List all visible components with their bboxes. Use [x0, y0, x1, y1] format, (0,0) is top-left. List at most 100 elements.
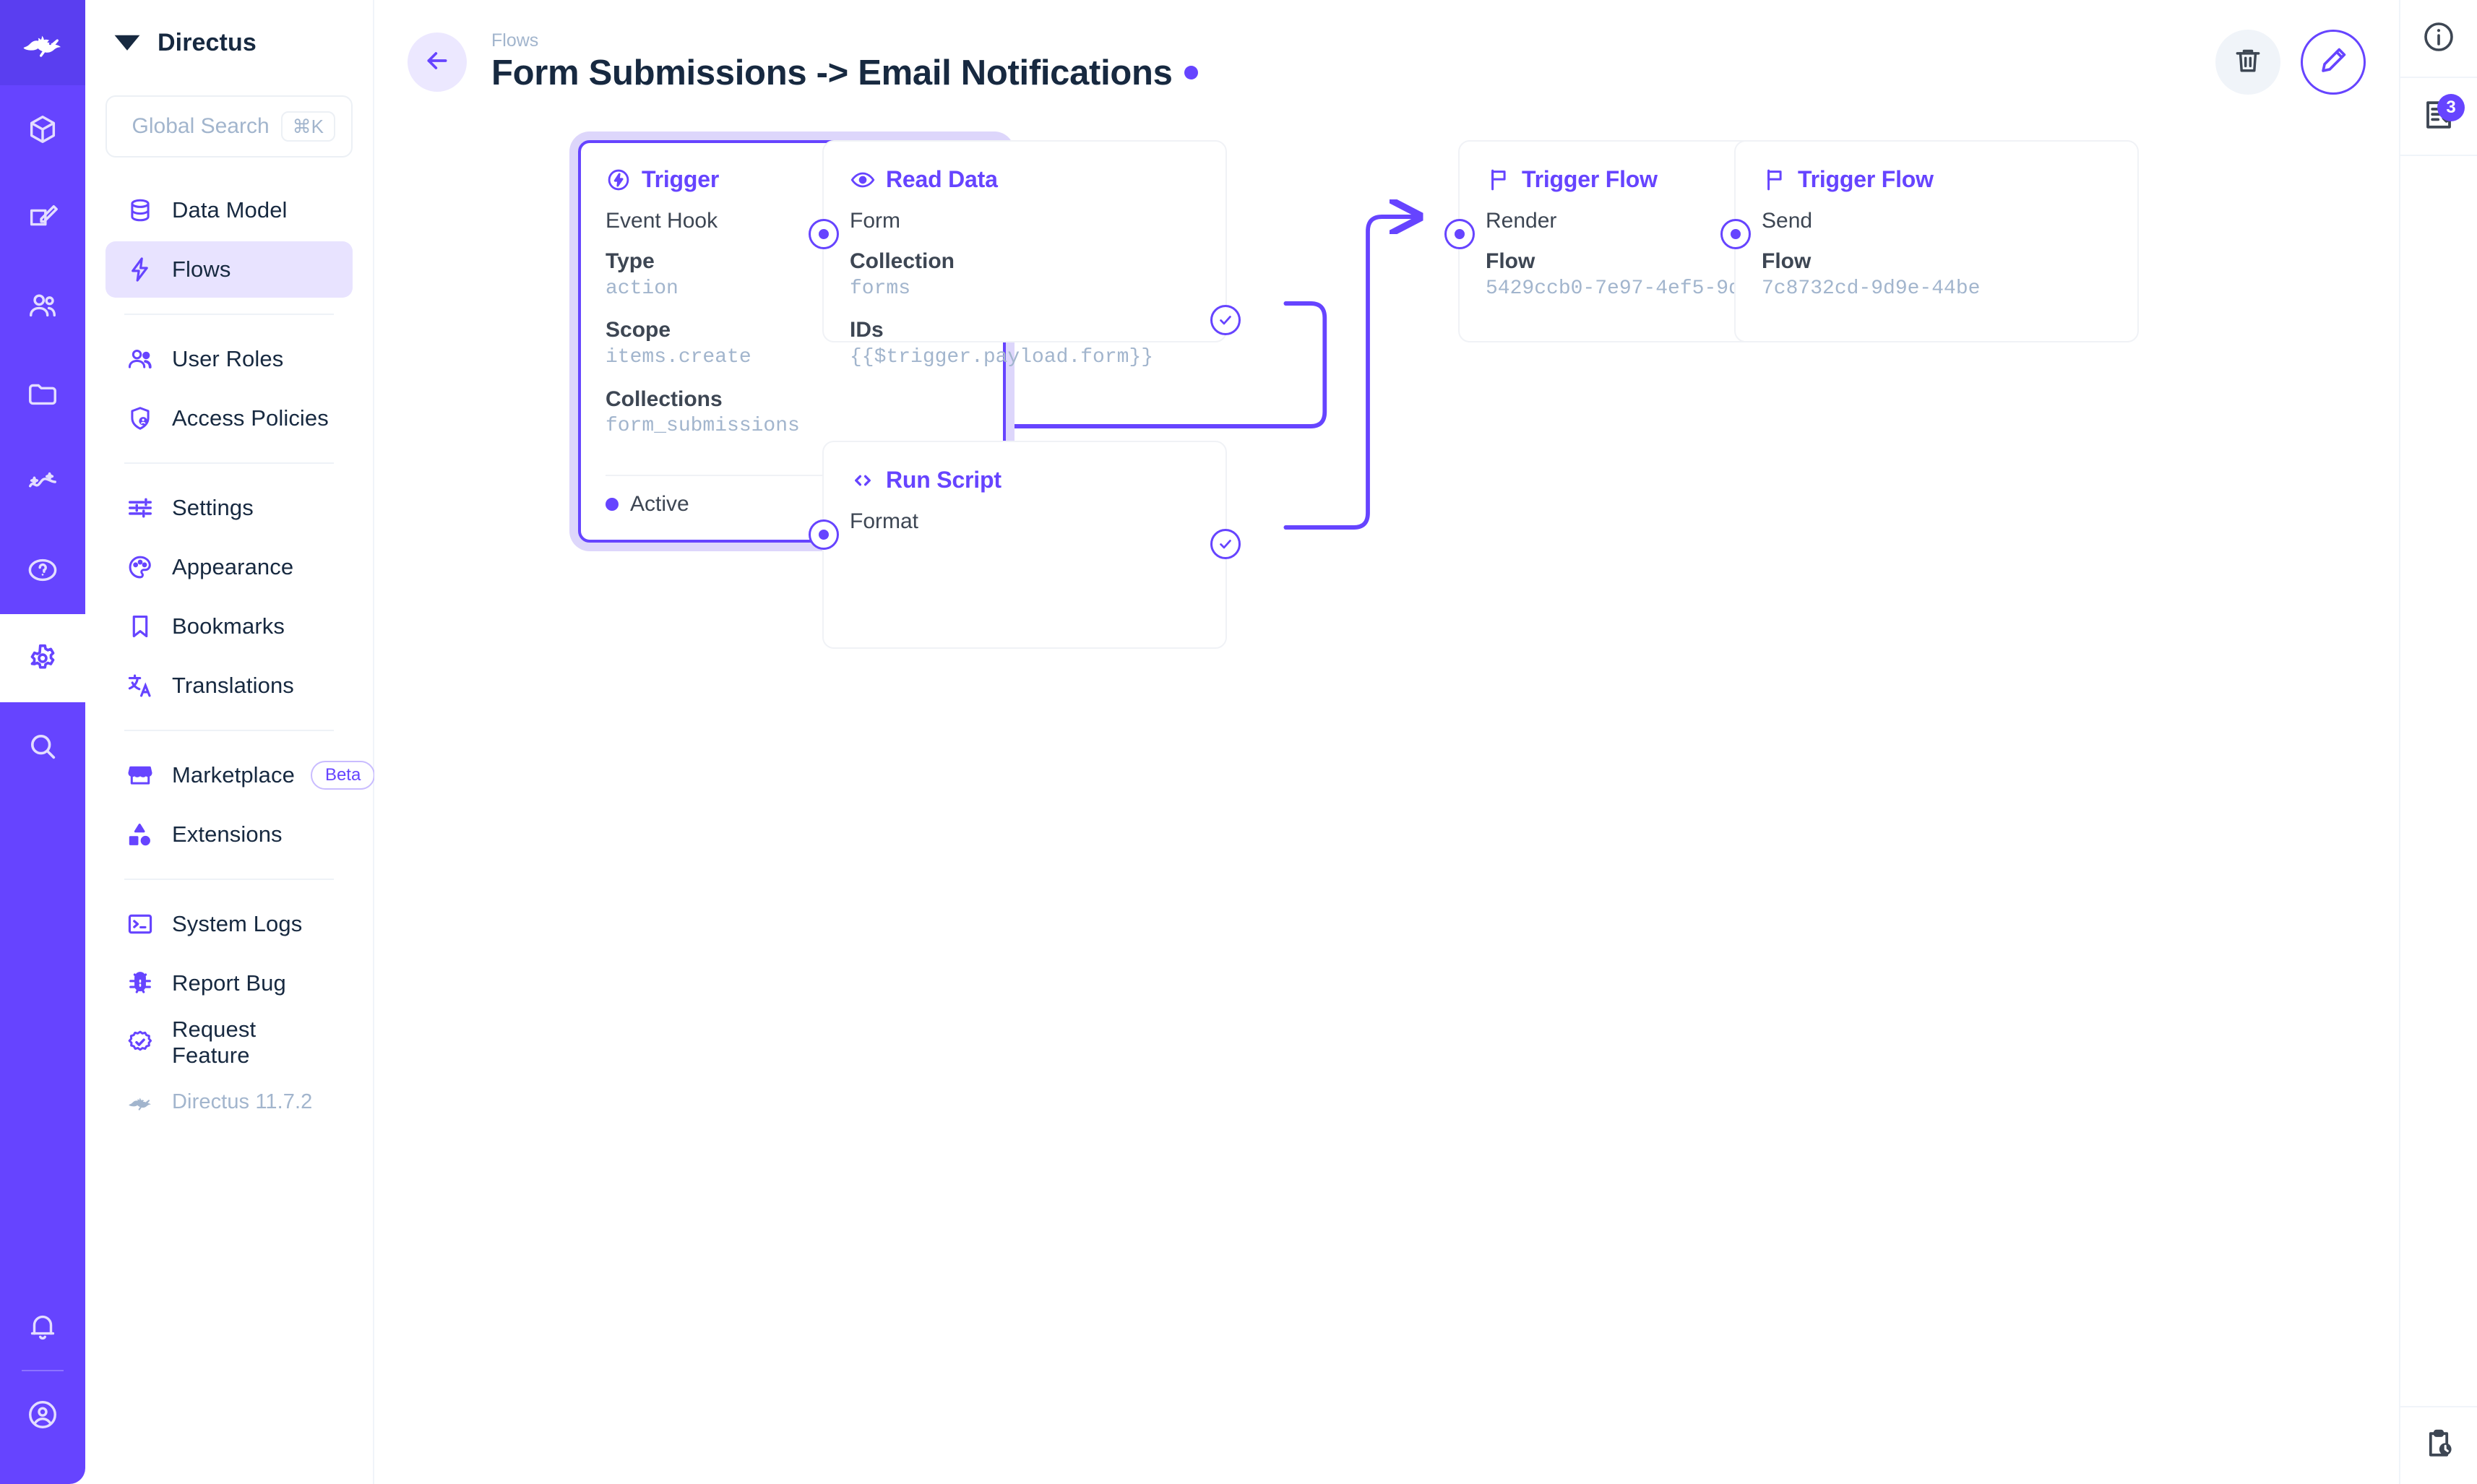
node-field: Flow 7c8732cd-9d9e-44be	[1762, 248, 2111, 302]
status-badge	[1184, 66, 1198, 80]
revisions-button[interactable]: 3	[2400, 78, 2477, 156]
revisions-count-badge: 3	[2437, 94, 2465, 121]
rail-item-insights[interactable]	[0, 438, 85, 526]
title-row: Form Submissions -> Email Notifications	[491, 53, 1198, 93]
storefront-icon	[124, 759, 156, 791]
sidebar-item-label: Appearance	[172, 554, 294, 579]
breadcrumb[interactable]: Flows	[491, 30, 539, 51]
sidebar-item-label: Translations	[172, 673, 294, 698]
node-field-key: Type	[606, 249, 655, 273]
page-header: Flows Form Submissions -> Email Notifica…	[374, 0, 2399, 124]
sliders-icon	[124, 492, 156, 524]
bell-icon[interactable]	[0, 1290, 85, 1363]
bug-icon	[124, 967, 156, 999]
sidebar-item-label: Settings	[172, 495, 254, 520]
sidebar-item-user-roles[interactable]: User Roles	[105, 331, 353, 387]
flow-node-run-script[interactable]: Run Script Format	[809, 441, 1241, 649]
node-field-value: forms	[850, 277, 911, 300]
sidebar-item-flows[interactable]: Flows	[105, 241, 353, 298]
logs-button[interactable]	[2400, 1406, 2477, 1484]
sidebar-item-marketplace[interactable]: Marketplace Beta	[105, 747, 376, 803]
sidebar-item-access-policies[interactable]: Access Policies	[105, 390, 353, 447]
info-circle-icon	[2421, 20, 2456, 58]
project-brand[interactable]: Directus	[85, 0, 373, 85]
bolt-circle-icon	[606, 167, 632, 193]
sidebar-item-label: Data Model	[172, 197, 288, 223]
sidebar-item-settings[interactable]: Settings	[105, 480, 353, 536]
node-handle-input[interactable]	[1444, 219, 1475, 249]
sidebar-item-bookmarks[interactable]: Bookmarks	[105, 598, 353, 655]
palette-icon	[124, 551, 156, 583]
rail-item-help[interactable]	[0, 526, 85, 614]
module-rail	[0, 0, 85, 1484]
sidebar-item-system-logs[interactable]: System Logs	[105, 896, 353, 952]
delete-flow-button[interactable]	[2215, 30, 2280, 95]
node-operation-name: Form	[850, 209, 900, 233]
rail-item-settings[interactable]	[0, 614, 85, 702]
sidebar-item-label: Extensions	[172, 821, 283, 847]
sidebar-item-extensions[interactable]: Extensions	[105, 806, 353, 863]
search-placeholder: Global Search	[132, 114, 270, 138]
node-title: Trigger Flow	[1762, 166, 2111, 193]
node-title-text: Trigger Flow	[1522, 166, 1658, 192]
main-content: Flows Form Submissions -> Email Notifica…	[374, 0, 2399, 1484]
sidebar-divider	[124, 879, 334, 880]
extensions-icon	[124, 819, 156, 850]
node-title: Read Data	[850, 166, 1199, 193]
sidebar-item-label: User Roles	[172, 346, 284, 371]
rail-item-search[interactable]	[0, 702, 85, 790]
terminal-icon	[124, 908, 156, 940]
rail-item-users[interactable]	[0, 262, 85, 350]
module-rail-bottom	[0, 1290, 85, 1484]
node-handle-resolve[interactable]	[1210, 529, 1241, 559]
project-name: Directus	[158, 28, 257, 56]
flow-node-trigger-flow-send[interactable]: Trigger Flow Send Flow 7c8732cd-9d9e-44b…	[1720, 140, 2139, 342]
page-title: Form Submissions -> Email Notifications	[491, 53, 1173, 92]
user-roles-icon	[124, 343, 156, 375]
node-title-text: Read Data	[886, 166, 998, 192]
sidebar-item-label: Bookmarks	[172, 613, 285, 639]
sidebar-item-version: Directus 11.7.2	[105, 1074, 353, 1130]
node-title: Trigger	[606, 166, 978, 193]
code-brackets-icon	[850, 467, 876, 493]
sidebar-item-translations[interactable]: Translations	[105, 657, 353, 714]
rail-item-editor[interactable]	[0, 173, 85, 262]
node-handle-resolve[interactable]	[1210, 305, 1241, 335]
node-field: Type action	[606, 248, 978, 302]
flow-node-read-data[interactable]: Read Data Form Collection forms IDs {{$t…	[809, 140, 1241, 368]
sidebar-item-label: Report Bug	[172, 970, 286, 996]
sidebar-divider	[124, 730, 334, 731]
node-operation-name: Format	[850, 509, 919, 533]
info-panel-button[interactable]	[2400, 0, 2477, 78]
edit-flow-button[interactable]	[2301, 30, 2366, 95]
directus-logo-icon	[111, 25, 143, 61]
search-input[interactable]: Global Search ⌘K	[105, 95, 353, 158]
rail-item-content[interactable]	[0, 85, 85, 173]
node-field: Collections form_submissions	[606, 386, 978, 440]
sidebar-item-label: Marketplace	[172, 762, 295, 788]
rail-item-files[interactable]	[0, 350, 85, 438]
back-button[interactable]	[408, 33, 467, 92]
node-field: Flow 5429ccb0-7e97-4ef5-9d65-2b…	[1486, 248, 1835, 302]
node-handle-input[interactable]	[809, 519, 839, 550]
sidebar-item-request-feature[interactable]: Request Feature	[105, 1014, 353, 1071]
node-field-key: IDs	[850, 318, 884, 342]
node-title-text: Run Script	[886, 467, 1001, 493]
handle-dot-icon	[1455, 229, 1465, 239]
shield-person-icon	[124, 402, 156, 434]
sidebar-item-data-model[interactable]: Data Model	[105, 182, 353, 238]
account-circle-icon[interactable]	[0, 1379, 85, 1451]
flow-canvas[interactable]: Trigger Event Hook Type action Scope ite…	[374, 124, 2399, 1484]
directus-rabbit-logo-icon[interactable]	[0, 0, 85, 85]
node-handle-input[interactable]	[809, 219, 839, 249]
node-title: Run Script	[850, 467, 1199, 493]
node-field-key: Flow	[1486, 249, 1535, 273]
sidebar-item-label: Access Policies	[172, 405, 329, 431]
node-handle-input[interactable]	[1720, 219, 1751, 249]
settings-sidebar: Directus Global Search ⌘K Data Model Flo…	[85, 0, 376, 1484]
sidebar-item-appearance[interactable]: Appearance	[105, 539, 353, 595]
right-sidebar: 3	[2399, 0, 2477, 1484]
node-footer: Active	[606, 474, 978, 517]
sidebar-item-report-bug[interactable]: Report Bug	[105, 955, 353, 1011]
status-dot-icon	[606, 497, 619, 511]
